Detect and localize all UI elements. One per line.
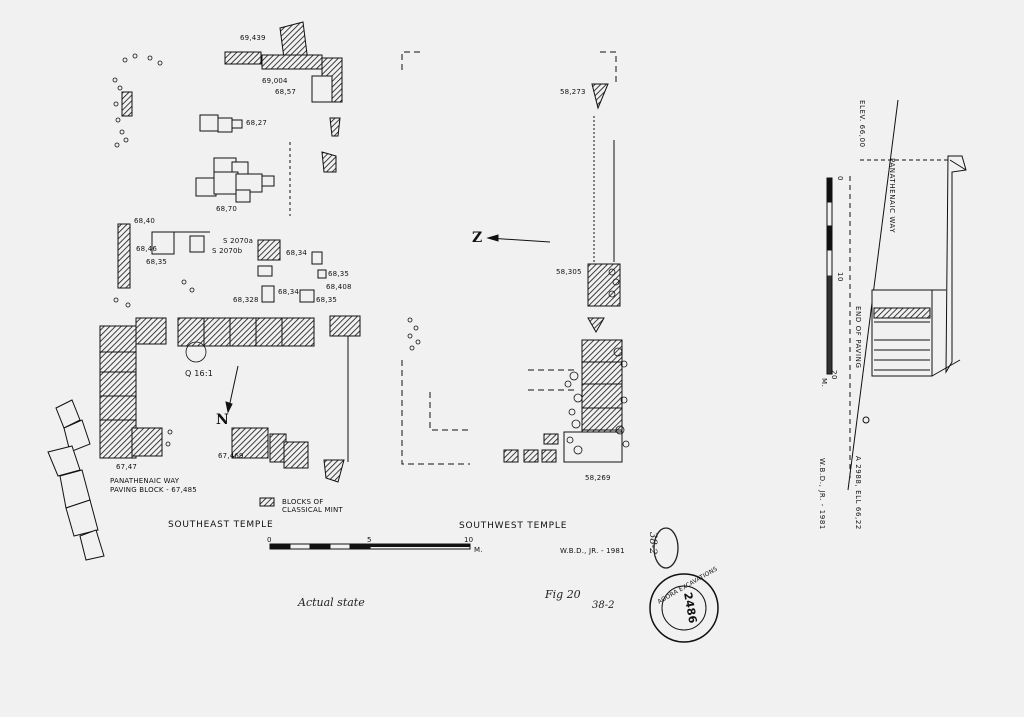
label-69439: 69,439 — [240, 34, 266, 42]
label-6835-a: 68,35 — [146, 258, 168, 266]
scale-tick-0: 0 — [267, 536, 272, 544]
handwritten-circled-number: 38-2 — [647, 532, 658, 555]
circle-annotation — [653, 527, 679, 569]
label-paving-block: PAVING BLOCK - 67,485 — [110, 486, 197, 494]
label-68408: 68,408 — [326, 283, 352, 291]
label-6846: 68,46 — [136, 245, 158, 253]
stamp-number: 2486 — [681, 591, 700, 625]
section-scale-unit: M. — [820, 378, 828, 388]
legend-text-line2: CLASSICAL MINT — [282, 506, 343, 514]
label-58269: 58,269 — [585, 474, 611, 482]
section-panathenaic-way: PANATHENAIC WAY — [888, 158, 896, 234]
label-paving: PANATHENAIC WAY — [110, 477, 180, 485]
scale-tick-10: 10 — [464, 536, 474, 544]
legend-swatch — [259, 497, 275, 507]
section-elev: ELEV. 66,00 — [858, 100, 866, 148]
section-scale-20: 20 — [830, 370, 838, 381]
title-southeast-temple: SOUTHEAST TEMPLE — [168, 520, 274, 530]
label-58273: 58,273 — [560, 88, 586, 96]
panathenaic-way-paving — [47, 399, 105, 561]
label-6827: 68,27 — [246, 119, 268, 127]
label-6835-b: 68,35 — [328, 270, 350, 278]
handwritten-fig-number: 38-2 — [592, 600, 615, 611]
section-scale-0: 0 — [836, 176, 844, 182]
label-68328: 68,328 — [233, 296, 259, 304]
southwest-temple-plan — [401, 51, 630, 465]
label-6834-a: 68,34 — [286, 249, 308, 257]
scale-unit: M. — [474, 546, 483, 554]
label-6835-c: 68,35 — [316, 296, 338, 304]
label-6857: 68,57 — [275, 88, 297, 96]
handwritten-fig: Fig 20 — [545, 588, 581, 601]
scale-tick-5: 5 — [367, 536, 372, 544]
label-69004: 69,004 — [262, 77, 288, 85]
handwritten-actual-state: Actual state — [298, 596, 365, 609]
section-credit: W.B.D., JR. - 1981 — [818, 458, 826, 530]
label-6747: 67,47 — [116, 463, 138, 471]
legend-text-line1: BLOCKS OF — [282, 498, 324, 506]
credit-plan: W.B.D., JR. - 1981 — [560, 547, 625, 555]
label-58305: 58,305 — [556, 268, 582, 276]
section-point: A 2988, ELL 66,22 — [854, 456, 862, 530]
label-s2070a: S 2070a — [223, 237, 254, 245]
section-end-of-paving: END OF PAVING — [854, 306, 862, 369]
label-6834-b: 68,34 — [278, 288, 300, 296]
label-67469: 67,469 — [218, 452, 244, 460]
label-s2070b: S 2070b — [212, 247, 243, 255]
label-q161: Q 16:1 — [185, 369, 214, 378]
north-letter-southeast: N — [216, 412, 229, 428]
label-6840: 68,40 — [134, 217, 156, 225]
label-6870: 68,70 — [216, 205, 238, 213]
north-arrow-southwest — [486, 234, 551, 243]
title-southwest-temple: SOUTHWEST TEMPLE — [459, 521, 568, 531]
north-letter-southwest: Z — [472, 230, 483, 246]
section-scale-10: 10 — [836, 272, 844, 283]
scale-bar — [269, 543, 471, 550]
north-arrow-southeast — [225, 365, 239, 414]
southeast-temple-plan — [99, 21, 361, 483]
section-drawing — [826, 99, 967, 491]
stamp-graphic — [649, 573, 719, 643]
